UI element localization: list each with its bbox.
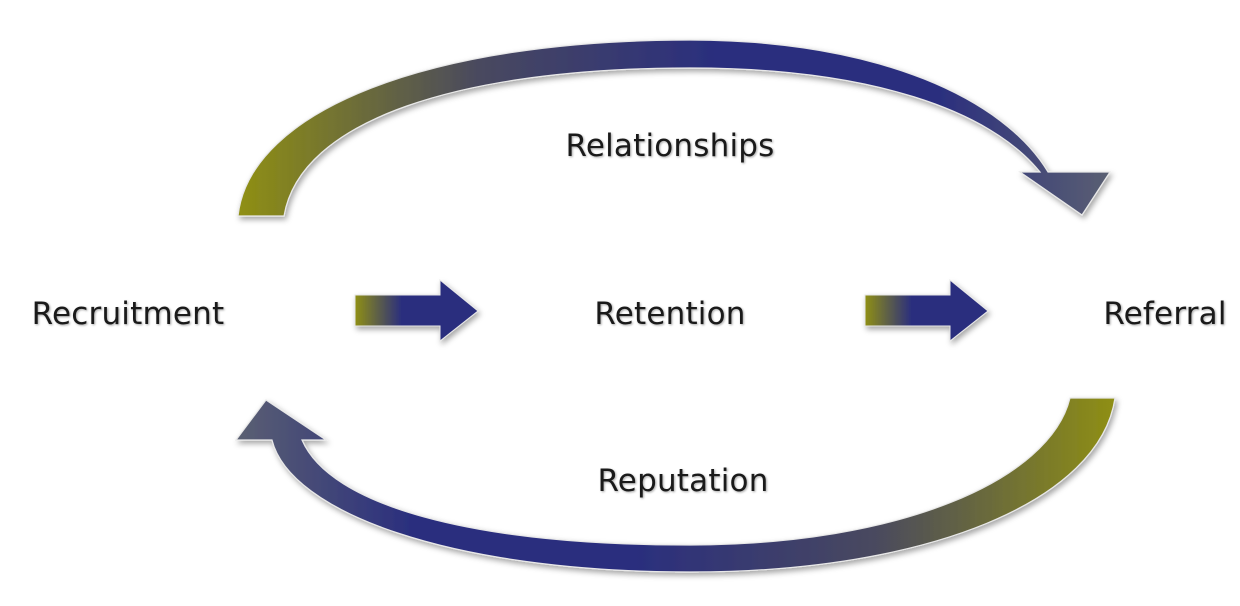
arrow-recruitment-to-retention xyxy=(354,278,479,343)
node-recruitment: Recruitment xyxy=(31,296,225,332)
label-reputation: Reputation xyxy=(597,463,769,499)
node-retention: Retention xyxy=(594,296,746,332)
label-relationships: Relationships xyxy=(565,128,775,164)
bottom-curved-arrow xyxy=(234,397,1116,573)
arrow-retention-to-referral xyxy=(864,278,989,343)
top-curved-arrow xyxy=(237,39,1112,217)
node-referral: Referral xyxy=(1103,296,1227,332)
